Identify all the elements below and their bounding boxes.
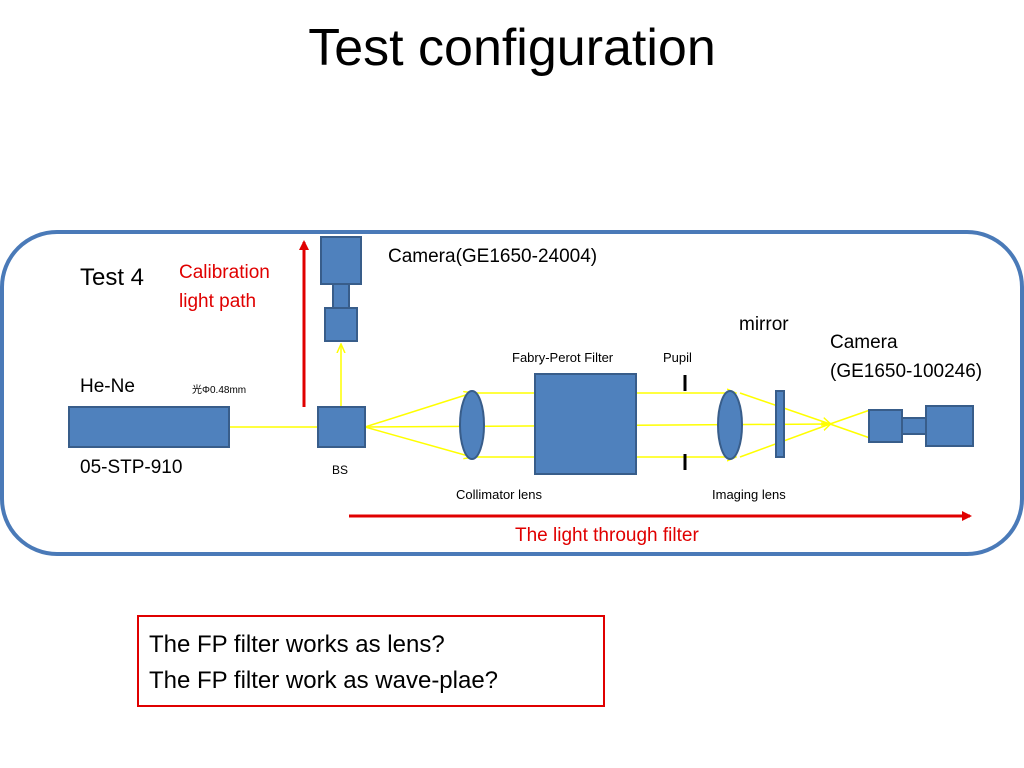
imaging-lens xyxy=(717,390,743,460)
camera-top-label: Camera(GE1650-24004) xyxy=(388,246,598,267)
pupil-label: Pupil xyxy=(663,350,692,365)
collimator-lens xyxy=(459,390,485,460)
fabry-perot-filter xyxy=(534,373,637,475)
laser-model-label: 05-STP-910 xyxy=(80,457,183,478)
camera-right-body xyxy=(925,405,974,447)
question-1: The FP filter works as lens? xyxy=(149,631,445,658)
he-ne-laser xyxy=(68,406,230,448)
camera-right-label: Camera (GE1650-100246) xyxy=(830,328,982,386)
imaging-label: Imaging lens xyxy=(712,487,786,502)
mirror-label: mirror xyxy=(739,314,789,335)
camera-right-neck xyxy=(901,417,927,435)
test-label: Test 4 xyxy=(80,264,145,291)
slide-title: Test configuration xyxy=(308,19,716,77)
mirror-plate xyxy=(775,390,785,458)
collimator-label: Collimator lens xyxy=(456,487,542,502)
beam-diameter-label: 光Φ0.48mm xyxy=(192,385,247,396)
he-ne-label: He-Ne xyxy=(80,376,135,397)
camera-right-label-line1: Camera xyxy=(830,332,898,353)
camera-right-label-line2: (GE1650-100246) xyxy=(830,361,983,382)
calibration-label: Calibration light path xyxy=(179,258,270,316)
bs-label: BS xyxy=(332,463,349,477)
filter-light-label: The light through filter xyxy=(515,525,699,546)
fabry-perot-label: Fabry-Perot Filter xyxy=(512,350,614,365)
question-2: The FP filter work as wave-plae? xyxy=(149,667,499,694)
beam-splitter xyxy=(317,406,366,448)
calibration-label-line2: light path xyxy=(179,291,257,312)
camera-top-body xyxy=(320,236,362,285)
question-box: The FP filter works as lens? The FP filt… xyxy=(137,615,605,707)
calibration-label-line1: Calibration xyxy=(179,262,270,283)
camera-right-lens xyxy=(868,409,903,443)
camera-top-lens xyxy=(324,307,358,342)
camera-top-neck xyxy=(332,283,350,309)
